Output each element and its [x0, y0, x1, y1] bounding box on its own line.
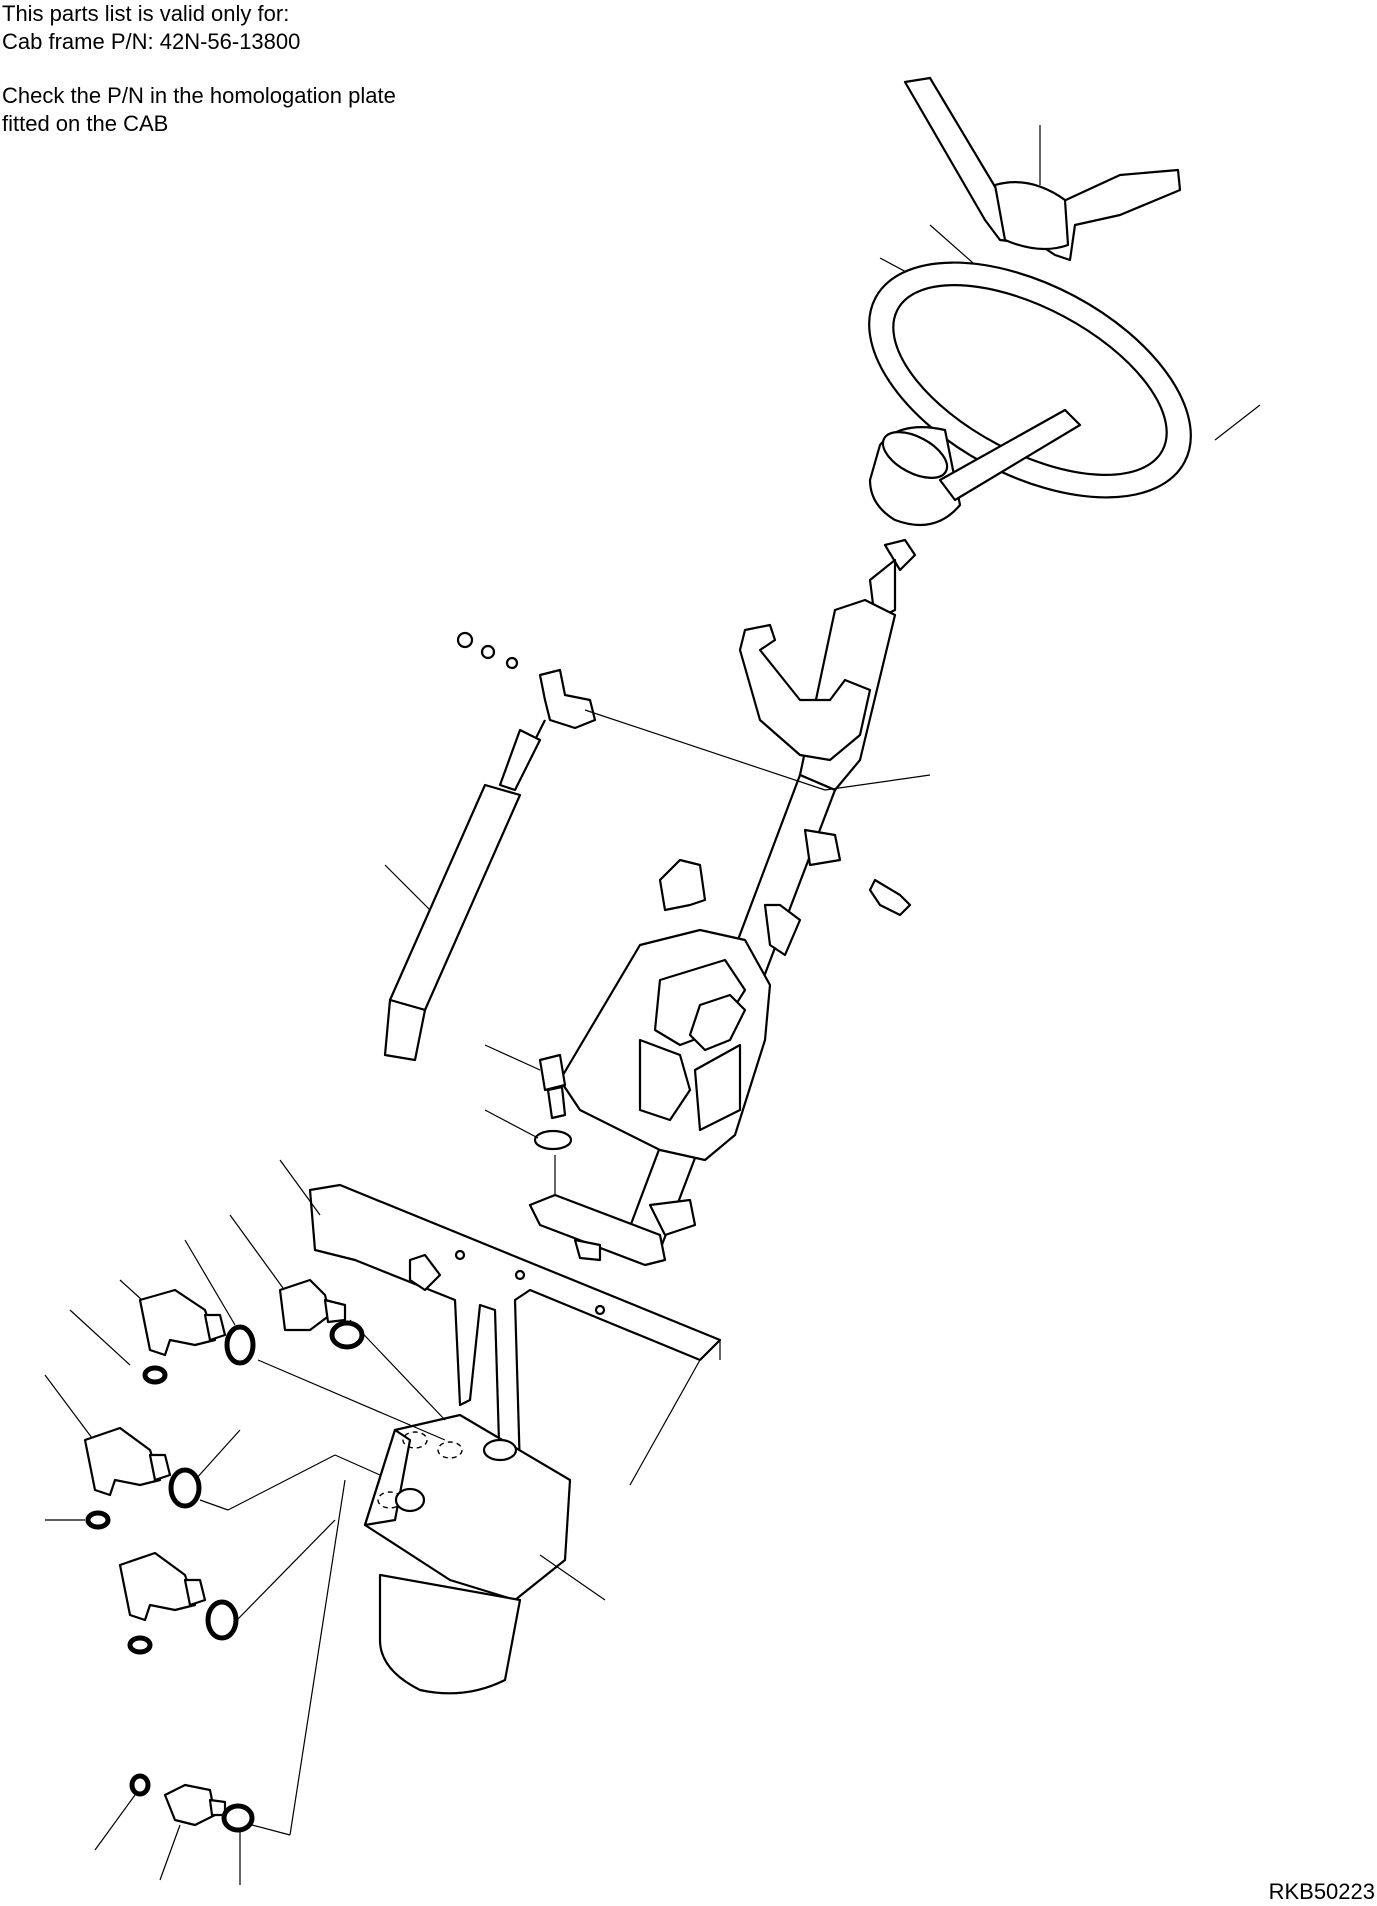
steering-wheel-cap [903, 76, 1182, 262]
check-note-line-1: Check the P/N in the homologation plate [2, 83, 396, 108]
validity-note-line-1: This parts list is valid only for: [2, 1, 290, 26]
cap-screw [484, 1044, 567, 1120]
upper-bracket [738, 623, 872, 762]
elbow-fitting-2 [44, 1374, 381, 1530]
steering-wheel [868, 261, 1261, 527]
straight-fitting [94, 1479, 346, 1885]
check-note: Check the P/N in the homologation plate … [2, 82, 396, 138]
tilt-bracket-assembly [558, 858, 802, 1162]
pivot-bolt [803, 828, 912, 917]
elbow-fitting-3 [118, 1519, 336, 1655]
drawing-code: RKB50223 [1268, 1879, 1375, 1904]
lower-flange [528, 1193, 697, 1267]
elbow-fitting-1 [69, 1239, 446, 1441]
mounting-plate [279, 1159, 722, 1486]
validity-note-line-2: Cab frame P/N: 42N-56-13800 [2, 29, 301, 54]
screw-washer [484, 1109, 573, 1195]
check-note-line-2: fitted on the CAB [2, 111, 169, 136]
coupling-fitting [229, 1214, 446, 1421]
steering-valve [363, 1413, 606, 1695]
validity-note: This parts list is valid only for: Cab f… [2, 0, 300, 56]
gas-spring [383, 631, 826, 1062]
